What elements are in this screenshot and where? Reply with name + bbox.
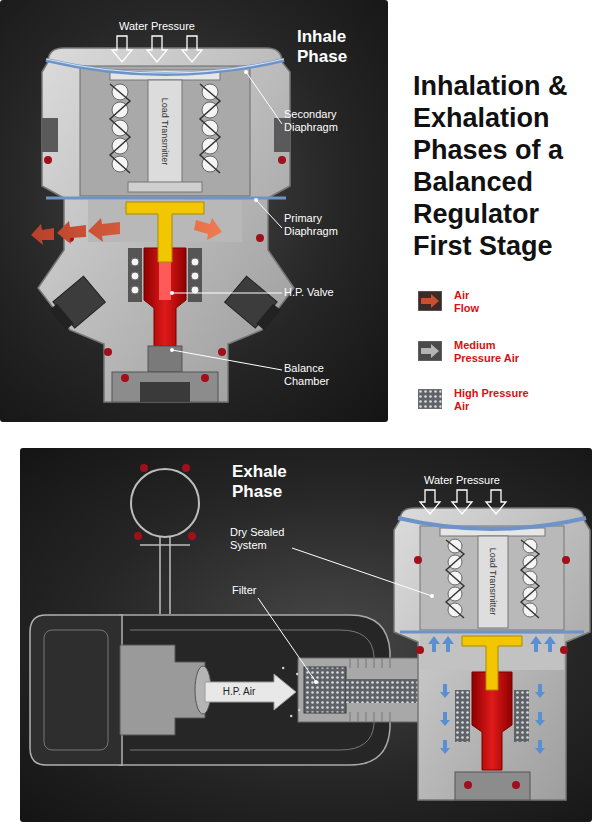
secondary-diaphragm [398,518,586,529]
legend-label: Medium Pressure Air [454,339,534,365]
primary-diaphragm [400,631,584,634]
o-rings [44,156,286,382]
high-pressure-sample [418,389,442,409]
inhale-regulator [31,36,294,402]
vertical-part-label: Load Transmitter [160,81,171,181]
legend-label: Air Flow [454,289,494,315]
leader-lines [258,548,432,682]
exhale-regulator [258,490,590,800]
hp-air-particles [282,667,300,717]
hp-chamber [514,690,529,742]
swatch-box [418,341,442,361]
knob-o-rings [134,464,196,540]
secondary-diaphragm-highlight [46,59,284,73]
load-transmitter-stem [148,80,182,186]
part-label: Secondary Diaphragm [284,108,364,134]
medium-pressure-sample [421,344,439,358]
primary-diaphragm [46,197,286,200]
legend-label: High Pressure Air [454,387,534,413]
valve-stem [140,537,190,614]
air-flow-arrows [31,218,222,245]
valve-knob [131,469,199,537]
part-label: Water Pressure [107,20,207,33]
lp-port [225,276,284,333]
end-cap-slot [140,382,190,402]
cap-side-block [42,118,58,152]
regulator-body [38,48,294,402]
air-flow-sample [421,294,439,308]
port-plug [49,304,73,330]
vertical-part-label: Load Transmitter [488,531,499,631]
leader-lines [172,72,282,370]
hp-valve-core [159,262,171,300]
phase-heading: Inhale Phase [297,27,369,68]
legend-swatch [418,389,442,409]
valve-block [30,615,122,765]
part-label: H.P. Air [205,686,273,698]
secondary-diaphragm [46,60,284,74]
regulator-body [394,508,590,800]
lp-port [47,276,106,333]
medium-pressure-arrows-up [428,636,556,652]
medium-pressure-arrows-down [440,684,545,754]
leader-dots [170,70,258,352]
load-transmitter-foot [128,182,202,192]
legend-swatch [418,341,442,361]
part-label: H.P. Valve [284,286,364,299]
phase-heading: Exhale Phase [232,462,304,503]
yellow-piston [462,636,522,690]
hp-valve [144,248,186,346]
water-pressure-arrows [112,36,202,62]
yellow-piston [126,202,204,262]
diagram-title: Inhalation & Exhalation Phases of a Bala… [413,70,591,262]
water-pressure-arrows [420,490,506,514]
part-label: Dry Sealed System [230,526,296,552]
leader-dots [314,594,434,684]
hp-air-arrow [205,674,296,710]
balance-chamber [148,346,182,372]
swatch-box [418,291,442,311]
valve-spindle [120,645,205,735]
part-label: Primary Diaphragm [284,212,364,238]
port-plug [256,304,280,330]
hp-chamber [455,690,470,742]
part-label: Balance Chamber [284,362,364,388]
part-label: Water Pressure [412,474,512,487]
valve-block-inner [44,630,108,750]
legend-swatch [418,291,442,311]
ambient-chamber [80,66,250,196]
part-label: Filter [232,584,272,597]
